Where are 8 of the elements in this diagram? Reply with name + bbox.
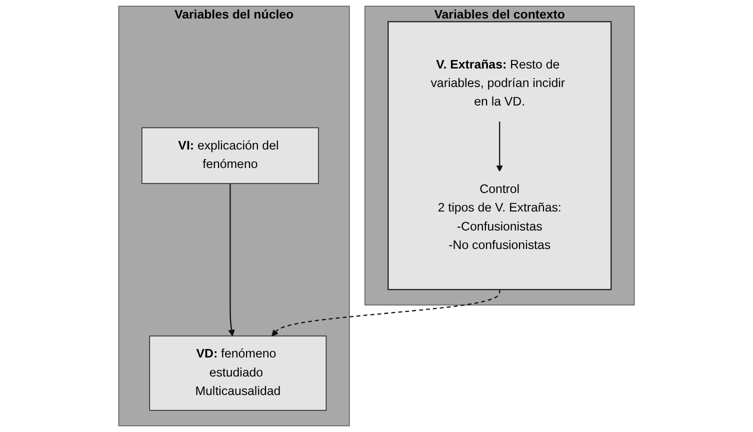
arrow bbox=[272, 290, 500, 336]
node-text: Control 2 tipos de V. Extrañas: -Confusionistas -No confusionistas bbox=[438, 183, 562, 252]
node-box: VI: explicación del fenómeno bbox=[142, 127, 319, 184]
node-box: VD: fenómeno estudiado Multicausalidad bbox=[149, 336, 327, 411]
node-text: V. Extrañas: Resto de variables, podrían incidir en la VD. bbox=[430, 58, 566, 109]
arrow bbox=[228, 183, 235, 336]
arrow bbox=[496, 121, 503, 172]
cluster bbox=[388, 21, 612, 290]
